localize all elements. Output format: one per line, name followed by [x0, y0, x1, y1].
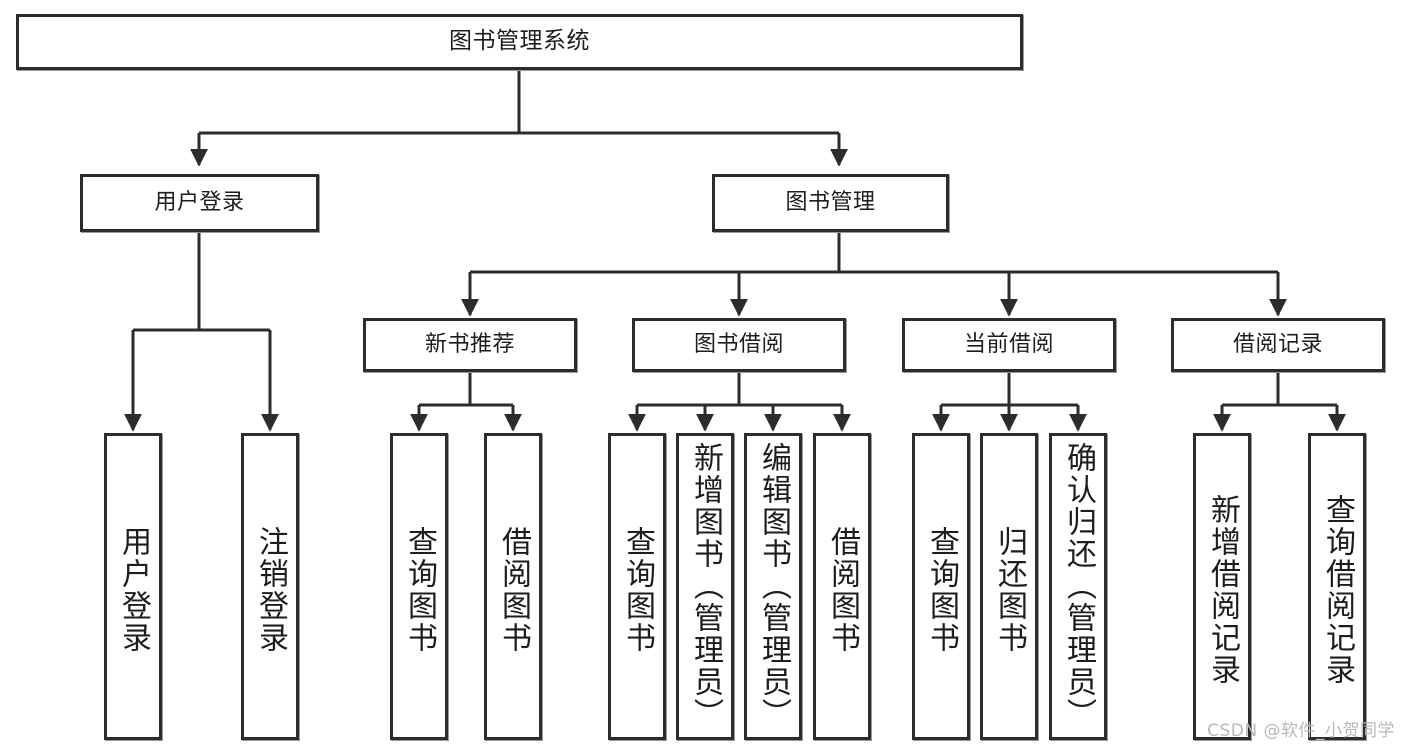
node-label: 确认归还（管理员） [1061, 442, 1096, 730]
node-label: 查询图书 [402, 525, 437, 654]
node-label: 归还图书 [992, 525, 1027, 654]
node-label: 新书推荐 [424, 332, 515, 358]
leaf-new-book-borrow-book[interactable]: 借阅图书 [484, 433, 542, 740]
leaf-user-login-logout[interactable]: 注销登录 [241, 433, 299, 740]
node-book-management[interactable]: 图书管理 [712, 174, 949, 232]
leaf-current-query-book[interactable]: 查询图书 [912, 433, 970, 740]
node-label: 图书管理 [785, 190, 876, 216]
node-label: 借阅记录 [1232, 332, 1323, 358]
node-new-book-recommend[interactable]: 新书推荐 [363, 318, 577, 372]
node-label: 查询图书 [620, 525, 655, 654]
leaf-borrow-borrow-book[interactable]: 借阅图书 [813, 433, 871, 740]
leaf-user-login-login[interactable]: 用户登录 [104, 433, 162, 740]
node-label: 图书借阅 [693, 332, 784, 358]
node-label: 查询借阅记录 [1320, 493, 1355, 686]
node-label: 图书管理系统 [449, 28, 590, 55]
node-label: 新增图书（管理员） [688, 442, 723, 730]
node-user-login[interactable]: 用户登录 [80, 174, 319, 232]
watermark-text: CSDN @软件_小贺同学 [1207, 721, 1395, 741]
leaf-records-query-record[interactable]: 查询借阅记录 [1308, 433, 1366, 740]
node-label: 查询图书 [924, 525, 959, 654]
leaf-borrow-edit-book-admin[interactable]: 编辑图书（管理员） [744, 433, 802, 740]
node-label: 注销登录 [253, 525, 288, 654]
leaf-new-book-query-book[interactable]: 查询图书 [390, 433, 448, 740]
leaf-borrow-query-book[interactable]: 查询图书 [608, 433, 666, 740]
leaf-borrow-add-book-admin[interactable]: 新增图书（管理员） [676, 433, 734, 740]
node-label: 编辑图书（管理员） [756, 442, 791, 730]
node-label: 用户登录 [154, 190, 245, 216]
leaf-records-add-record[interactable]: 新增借阅记录 [1193, 433, 1251, 740]
node-book-borrow[interactable]: 图书借阅 [632, 318, 846, 372]
node-root-system[interactable]: 图书管理系统 [16, 14, 1023, 70]
node-label: 借阅图书 [496, 525, 531, 654]
node-label: 用户登录 [116, 525, 151, 654]
node-label: 当前借阅 [963, 332, 1054, 358]
leaf-current-return-book[interactable]: 归还图书 [980, 433, 1038, 740]
leaf-current-confirm-return-admin[interactable]: 确认归还（管理员） [1049, 433, 1107, 740]
node-borrow-records[interactable]: 借阅记录 [1171, 318, 1385, 372]
node-label: 借阅图书 [825, 525, 860, 654]
node-current-borrow[interactable]: 当前借阅 [902, 318, 1116, 372]
node-label: 新增借阅记录 [1205, 493, 1240, 686]
